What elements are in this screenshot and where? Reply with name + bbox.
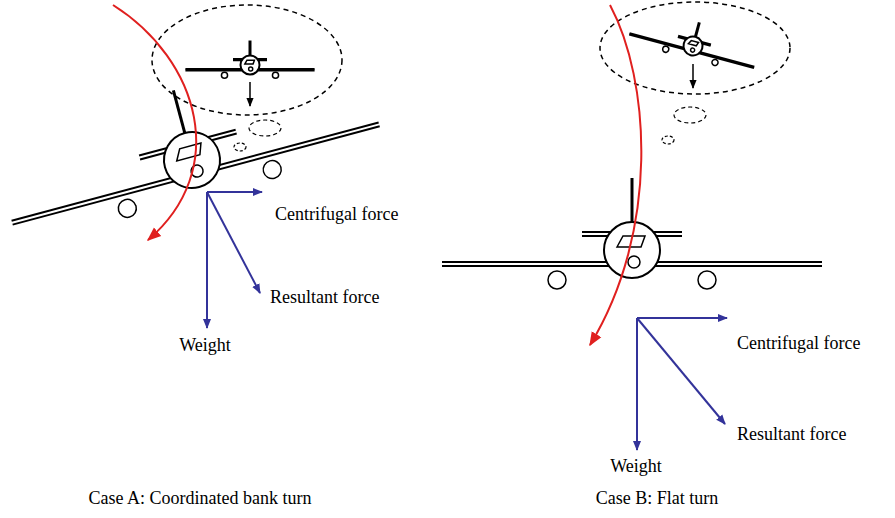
- force-vector: [637, 317, 727, 319]
- felt-gravity-arrow: [692, 64, 694, 88]
- force-label: Centrifugal force: [275, 204, 398, 224]
- force-vector: [207, 192, 260, 293]
- airplane-banked: [627, 6, 762, 76]
- thought-bubble: [152, 5, 342, 115]
- case-caption: Case A: Coordinated bank turn: [89, 488, 312, 508]
- force-label: Weight: [179, 335, 231, 355]
- force-label: Centrifugal force: [737, 333, 860, 353]
- force-vector: [206, 192, 208, 328]
- force-label: Resultant force: [270, 287, 379, 307]
- force-vector: [207, 191, 262, 193]
- case-caption: Case B: Flat turn: [596, 488, 719, 508]
- thought-bubble: [674, 107, 706, 123]
- flight-path: [113, 5, 196, 240]
- felt-gravity-arrow: [249, 82, 251, 106]
- airplane-level: [185, 41, 314, 79]
- force-vector: [637, 318, 725, 424]
- thought-bubble: [234, 143, 246, 151]
- flight-path: [590, 5, 641, 345]
- force-label: Weight: [610, 456, 662, 476]
- thought-bubble: [249, 120, 281, 136]
- force-vector: [636, 318, 638, 450]
- force-label: Resultant force: [737, 424, 846, 444]
- thought-bubble: [662, 136, 674, 144]
- airplane-level: [442, 178, 822, 289]
- thought-bubble: [600, 2, 790, 94]
